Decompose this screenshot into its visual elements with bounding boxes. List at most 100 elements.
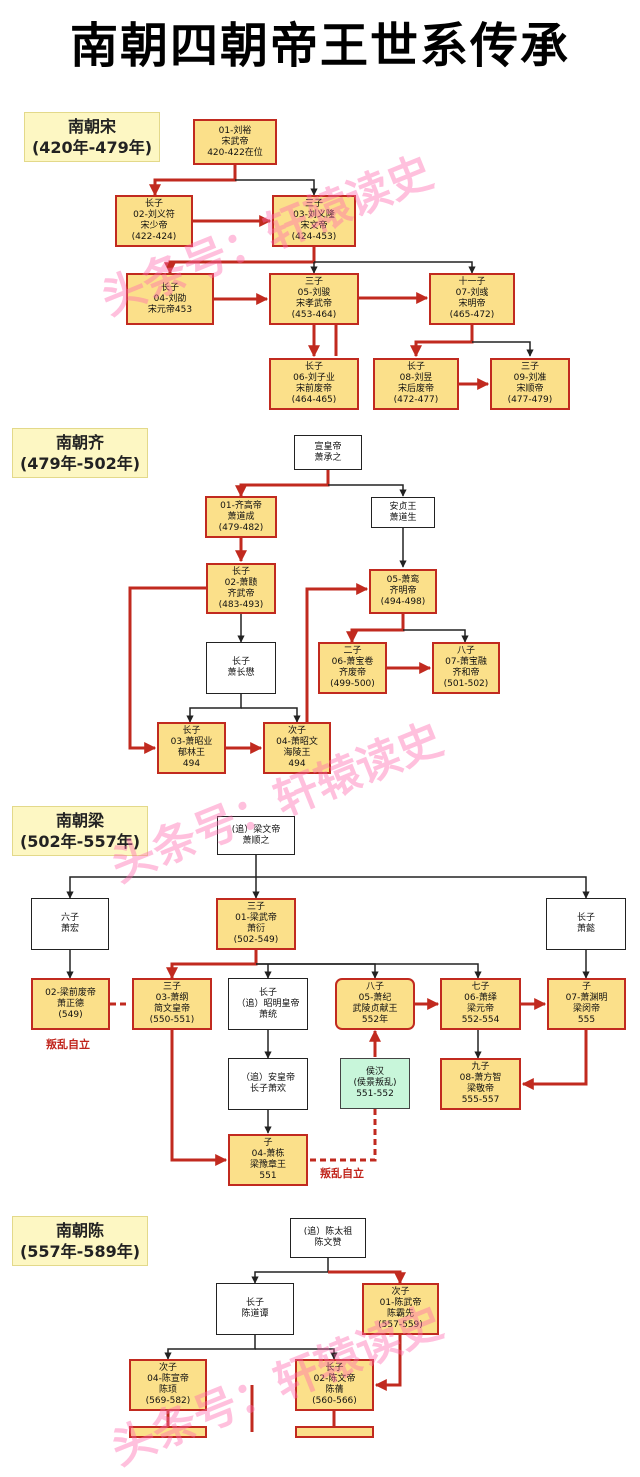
node-line: 安贞王: [389, 501, 417, 512]
node-line: 02-萧赜: [224, 577, 258, 588]
node-line: 宋文帝: [300, 221, 328, 231]
node-line: 次子: [391, 1287, 410, 1297]
node-line: 陈霸先: [386, 1309, 414, 1319]
node-liang-xiao-huan: （追）安皇帝长子萧欢: [228, 1058, 308, 1110]
node-line: (549): [58, 1009, 83, 1020]
node-line: (499-500): [330, 679, 375, 689]
node-line: 侯汉: [365, 1067, 384, 1077]
node-line: 萧长懋: [227, 668, 255, 678]
node-line: 09-刘准: [513, 373, 547, 383]
node-line: 梁敬帝: [466, 1084, 494, 1094]
node-qi-05-xiao-luan: 05-萧鸾齐明帝(494-498): [369, 569, 437, 614]
node-line: 三子: [246, 902, 265, 912]
node-line: 03-萧昭业: [170, 737, 213, 747]
node-line: (479-482): [218, 522, 264, 533]
node-line: (422-424): [131, 232, 177, 242]
node-line: (464-465): [291, 395, 337, 405]
node-line: 宋顺帝: [516, 384, 544, 394]
node-line: 萧宏: [60, 924, 79, 934]
node-qi-01-xiao-daocheng: 01-齐高帝萧道成(479-482): [205, 496, 277, 538]
node-line: 九子: [471, 1062, 490, 1072]
node-chen-partial-left: [129, 1426, 207, 1438]
node-line: 长子: [258, 987, 277, 998]
node-line: 长子: [231, 657, 250, 667]
node-line: (560-566): [312, 1396, 357, 1406]
node-line: 宋后废帝: [397, 384, 434, 394]
node-line: 子: [263, 1138, 273, 1148]
node-line: 长子: [304, 362, 323, 372]
node-line: 齐和帝: [452, 668, 480, 678]
node-line: (483-493): [218, 599, 264, 610]
node-line: 萧道成: [227, 511, 255, 522]
node-line: 03-萧纲: [155, 993, 189, 1003]
node-line: 萧懿: [576, 924, 595, 934]
node-line: 长子: [231, 566, 250, 577]
node-liang-hou-han: 侯汉(侯景叛乱)551-552: [340, 1058, 410, 1109]
node-line: 次子: [158, 1363, 177, 1373]
node-line: 陈顼: [158, 1385, 177, 1395]
node-qi-anzhen-wang: 安贞王萧道生: [371, 497, 435, 528]
node-line: 齐明帝: [389, 586, 417, 596]
node-line: 萧承之: [314, 452, 342, 463]
node-line: 海陵王: [283, 748, 311, 758]
node-line: 三子: [162, 982, 181, 992]
node-line: 552年: [361, 1015, 389, 1025]
node-line: 宋明帝: [458, 299, 486, 309]
node-line: 梁闵帝: [572, 1004, 600, 1014]
node-line: (502-549): [233, 935, 279, 945]
node-line: 武陵贞献王: [352, 1004, 398, 1014]
node-line: 长子: [160, 282, 179, 293]
node-line: 551-552: [356, 1089, 394, 1099]
node-line: (557-559): [378, 1320, 423, 1330]
node-line: 萧统: [258, 1009, 277, 1020]
node-line: 494: [288, 759, 306, 769]
node-line: 梁元帝: [466, 1004, 494, 1014]
node-liang-wendi-ancestor: (追）梁文帝萧顺之: [217, 816, 295, 855]
node-liang-xiao-hong: 六子萧宏: [31, 898, 109, 950]
node-line: 04-萧栋: [251, 1149, 285, 1159]
node-line: 齐武帝: [227, 588, 255, 599]
node-line: 三子: [304, 277, 323, 287]
node-line: (424-453): [291, 232, 337, 242]
node-line: 01-梁武帝: [235, 913, 277, 923]
node-line: 552-554: [461, 1015, 500, 1025]
node-line: 02-陈文帝: [313, 1374, 356, 1384]
node-line: 05-萧纪: [358, 993, 392, 1003]
node-line: (494-498): [380, 597, 426, 607]
node-line: 04-刘劭: [153, 293, 187, 304]
node-line: 八子: [456, 646, 475, 656]
node-line: 长子: [144, 199, 163, 209]
node-line: (569-582): [145, 1396, 191, 1406]
node-line: 04-萧昭文: [276, 737, 318, 747]
node-line: 长子: [576, 913, 595, 923]
node-line: 二子: [343, 646, 362, 656]
node-line: 三子: [520, 362, 539, 372]
node-line: (472-477): [393, 395, 439, 405]
node-line: (追）陈太祖: [303, 1227, 353, 1237]
node-line: 子: [581, 982, 591, 992]
node-line: 陈文赞: [314, 1238, 342, 1248]
node-line: (465-472): [449, 310, 495, 320]
node-line: 长子: [182, 726, 201, 736]
node-line: 宋少帝: [140, 221, 168, 231]
node-line: 02-刘义符: [133, 210, 175, 220]
node-line: 04-陈宣帝: [147, 1374, 189, 1384]
node-line: 01-陈武帝: [379, 1298, 422, 1308]
node-line: 萧正德: [56, 998, 84, 1009]
